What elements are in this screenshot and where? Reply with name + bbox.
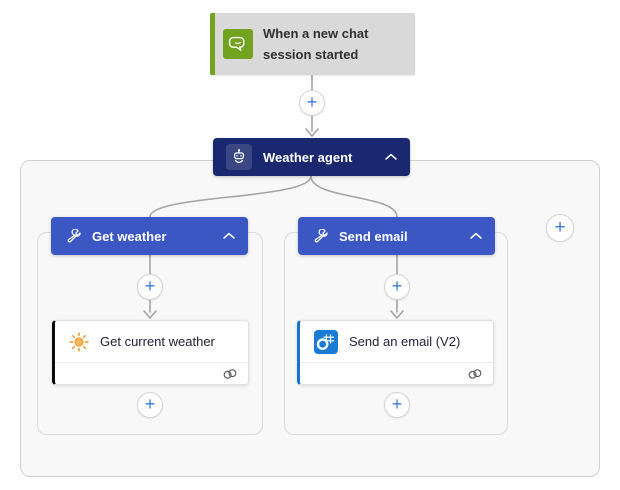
agent-card-weather-agent[interactable]: Weather agent bbox=[213, 138, 410, 176]
wrench-icon bbox=[66, 228, 81, 244]
insert-step-button-get-weather[interactable]: + bbox=[137, 274, 163, 300]
tool-label: Get weather bbox=[92, 228, 167, 244]
chat-bubble-icon bbox=[223, 29, 253, 59]
action-card-get-current-weather[interactable]: Get current weather bbox=[52, 320, 249, 385]
plus-icon: + bbox=[391, 394, 403, 414]
chevron-up-icon[interactable] bbox=[469, 232, 483, 240]
plus-icon: + bbox=[306, 92, 318, 112]
sun-icon bbox=[68, 331, 90, 353]
trigger-title: When a new chat session started bbox=[263, 26, 369, 62]
plus-icon: + bbox=[144, 276, 156, 296]
arrowhead-icon bbox=[305, 128, 319, 137]
add-tool-button[interactable]: + bbox=[546, 214, 574, 242]
connection-icon bbox=[223, 369, 237, 379]
tool-header-get-weather[interactable]: Get weather bbox=[51, 217, 248, 255]
connection-icon bbox=[468, 369, 482, 379]
insert-step-button-send-email[interactable]: + bbox=[384, 274, 410, 300]
trigger-card-new-chat-session[interactable]: When a new chat session started bbox=[210, 13, 415, 75]
chevron-up-icon[interactable] bbox=[222, 232, 236, 240]
agent-label: Weather agent bbox=[263, 149, 353, 165]
action-card-send-an-email-v2[interactable]: Send an email (V2) bbox=[297, 320, 494, 385]
tool-label: Send email bbox=[339, 228, 408, 244]
plus-icon: + bbox=[391, 276, 403, 296]
outlook-icon bbox=[313, 329, 339, 355]
insert-step-button-top[interactable]: + bbox=[299, 90, 325, 116]
tool-header-send-email[interactable]: Send email bbox=[298, 217, 495, 255]
robot-icon bbox=[226, 144, 252, 170]
action-title: Send an email (V2) bbox=[349, 334, 461, 349]
add-action-button-send-email[interactable]: + bbox=[384, 392, 410, 418]
add-action-button-get-weather[interactable]: + bbox=[137, 392, 163, 418]
plus-icon: + bbox=[554, 216, 566, 238]
chevron-up-icon[interactable] bbox=[384, 153, 398, 161]
wrench-icon bbox=[313, 228, 328, 244]
action-title: Get current weather bbox=[100, 334, 215, 349]
plus-icon: + bbox=[144, 394, 156, 414]
